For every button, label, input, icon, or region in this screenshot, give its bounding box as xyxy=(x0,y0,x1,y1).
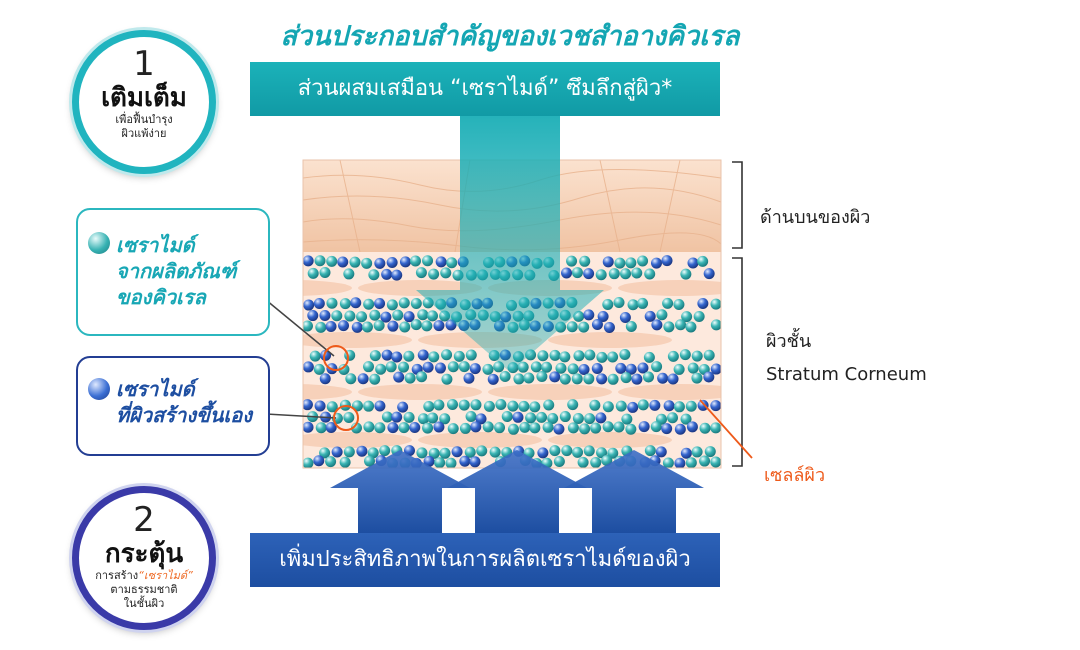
step1-badge: 1 เติมเต็ม เพื่อฟื้นบำรุง ผิวแพ้ง่าย xyxy=(72,30,216,174)
step2-heading: กระตุ้น xyxy=(104,539,184,569)
legend-natural-line1: เซราไมด์ xyxy=(116,377,195,401)
step2-line1-highlight: “เซราไมด์” xyxy=(138,569,193,582)
bottom-banner: เพิ่มประสิทธิภาพในการผลิตเซราไมด์ของผิว xyxy=(250,533,720,587)
skin-cell-label: เซลล์ผิว xyxy=(764,465,826,486)
legend-curel-line2: จากผลิตภัณฑ์ xyxy=(116,259,237,283)
pointer-lines xyxy=(265,299,753,459)
legend-curel-line1: เซราไมด์ xyxy=(116,233,195,257)
legend-natural-line2: ที่ผิวสร้างขึ้นเอง xyxy=(116,403,253,427)
stimulation-arrows xyxy=(330,450,704,533)
bottom-banner-text: เพิ่มประสิทธิภาพในการผลิตเซราไมด์ของผิว xyxy=(279,547,691,572)
stratum-label-th: ผิวชั้น xyxy=(766,331,812,352)
step1-line1: เพื่อฟื้นบำรุง xyxy=(115,113,173,126)
legend-natural-ceramide: เซราไมด์ ที่ผิวสร้างขึ้นเอง xyxy=(76,356,270,456)
step2-line1-prefix: การสร้าง xyxy=(95,569,139,582)
absorption-arrow xyxy=(416,116,604,372)
step2-line1: การสร้าง“เซราไมด์” xyxy=(79,569,209,583)
top-banner-text: ส่วนผสมเสมือน “เซราไมด์” ซึมลึกสู่ผิว* xyxy=(297,76,673,101)
step1-heading: เติมเต็ม xyxy=(101,83,187,113)
step1-line2: ผิวแพ้ง่าย xyxy=(121,127,167,140)
top-banner: ส่วนผสมเสมือน “เซราไมด์” ซึมลึกสู่ผิว* xyxy=(250,62,720,116)
layer-brackets xyxy=(732,161,743,467)
legend-curel-ceramide: เซราไมด์ จากผลิตภัณฑ์ ของคิวเรล xyxy=(76,208,270,336)
step2-line3: ในชั้นผิว xyxy=(123,597,165,610)
teal-ceramide-icon xyxy=(88,232,110,254)
step1-number: 1 xyxy=(133,44,155,84)
step2-number: 2 xyxy=(133,500,155,540)
step2-badge: 2 กระตุ้น การสร้าง“เซราไมด์” ตามธรรมชาติ… xyxy=(72,486,216,630)
stratum-label-en: Stratum Corneum xyxy=(766,364,927,385)
legend-curel-line3: ของคิวเรล xyxy=(116,285,206,309)
step2-line2: ตามธรรมชาติ xyxy=(110,583,178,596)
blue-ceramide-icon xyxy=(88,378,110,400)
page-title: ส่วนประกอบสำคัญของเวชสำอางคิวเรล xyxy=(280,21,740,52)
skin-surface-label: ด้านบนของผิว xyxy=(760,207,871,228)
